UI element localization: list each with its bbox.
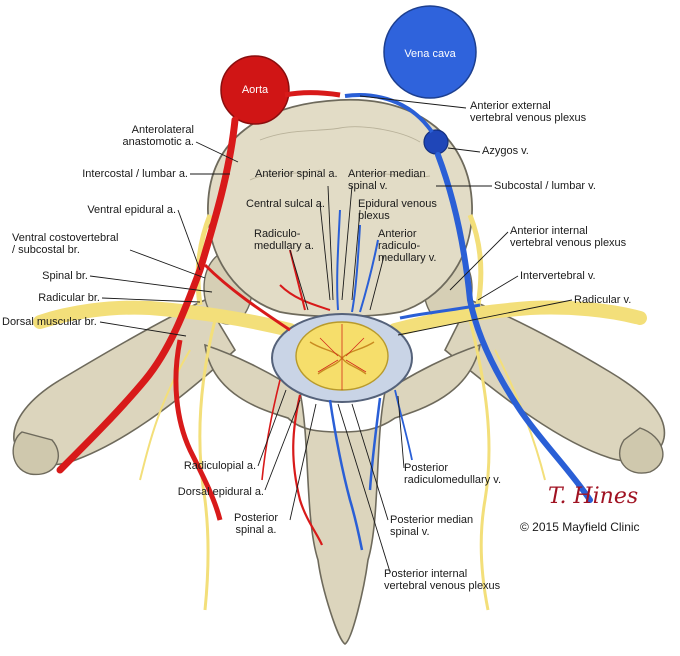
- intervertebral-vein-label: Intervertebral v.: [520, 270, 596, 282]
- anterior-spinal-artery-label: Anterior spinal a.: [255, 168, 338, 180]
- spinal-branch-label: Spinal br.: [42, 270, 88, 282]
- left-spinal-nerve: [33, 300, 297, 337]
- dorsal-muscular-artery: [173, 339, 223, 521]
- right-rib-end: [618, 427, 664, 474]
- aorta-label: Aorta: [241, 84, 269, 96]
- left-dorsal-ramus: [198, 319, 217, 611]
- subcostal-lumbar-vein: [435, 152, 593, 503]
- copyright-notice: © 2015 Mayfield Clinic: [520, 520, 640, 534]
- ventral-epidural-label: Ventral epidural a.: [87, 204, 176, 216]
- leader-lines: [89, 95, 573, 573]
- anastomotic-artery: [284, 90, 341, 98]
- intercostal-lumbar-label: Intercostal / lumbar a.: [82, 168, 188, 180]
- ventral-costovertebral-label: Ventral costovertebral/ subcostal br.: [12, 232, 119, 256]
- left-rib-end: [12, 431, 59, 476]
- lamina-spinous-process: [204, 343, 482, 645]
- central-sulcal-label: Central sulcal a.: [246, 198, 325, 210]
- left-ventral-nerve: [195, 214, 213, 306]
- left-intercostal-artery: [56, 116, 239, 474]
- dorsal-epidural-label: Dorsal epidural a.: [177, 486, 264, 498]
- aorta-vessel: [220, 55, 290, 125]
- dorsal-epidural-artery: [292, 394, 324, 546]
- right-transverse-process: [444, 298, 666, 462]
- dorsal-muscular-branch-label: Dorsal muscular br.: [2, 316, 97, 328]
- radiculopial-artery: [261, 379, 281, 481]
- vertebral-body-texture: [249, 126, 431, 181]
- posterior-internal-venous-plexus: [328, 397, 382, 551]
- epidural-venous-plexus-vessels: [336, 209, 379, 313]
- anterior-external-venous-plexus: [344, 93, 434, 134]
- artist-signature: T. Hines: [548, 484, 639, 509]
- posterior-radiculomedullary-vein: [394, 389, 413, 461]
- azygos-label: Azygos v.: [482, 145, 529, 157]
- cord-vessels: [317, 324, 367, 390]
- vena-cava-label: Vena cava: [404, 48, 456, 60]
- radicular-branch-label: Radicular br.: [38, 292, 100, 304]
- subcostal-lumbar-vein-label: Subcostal / lumbar v.: [494, 180, 596, 192]
- radiculo-medullary-artery-label: Radiculo-medullary a.: [254, 228, 314, 252]
- azygos-vessel: [423, 129, 449, 155]
- radiculopial-label: Radiculopial a.: [183, 460, 256, 472]
- right-ventral-nerve: [467, 214, 484, 306]
- right-dorsal-ramus: [468, 319, 491, 611]
- intervertebral-vein: [399, 303, 481, 320]
- vena-cava-vessel: [383, 5, 477, 99]
- radicular-vein-label: Radicular v.: [574, 294, 632, 306]
- spinal-branch-artery: [203, 263, 291, 332]
